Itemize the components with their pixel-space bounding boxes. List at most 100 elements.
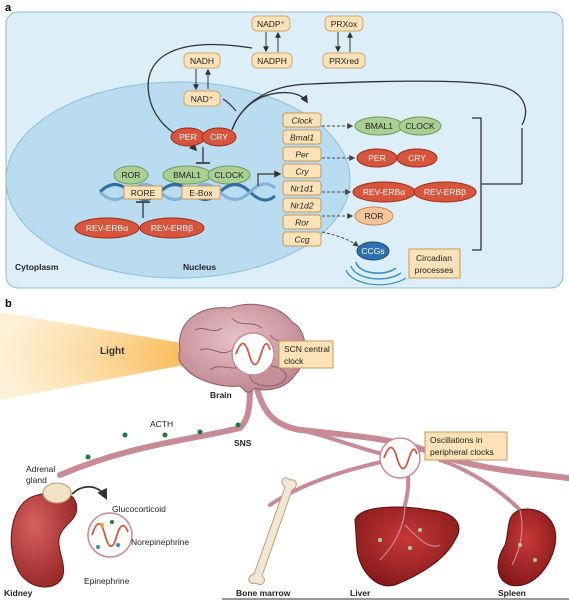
rev-erbb-protein [139,217,205,239]
panel-a: a Cytoplasm Nucleus NADP⁺ NADPH PRXox PR… [5,2,564,289]
product-rev-erbb [413,181,477,203]
product-clock-label: CLOCK [405,121,435,131]
kidney-label: Kidney [4,588,33,598]
product-clock [398,116,442,136]
hormone-release: Glucocorticoid Norepinephrine Epinephrin… [84,504,189,586]
osc-line2: peripheral clocks [430,447,494,457]
rev-erb-complex: REV-ERBα REV-ERBβ [74,201,205,239]
spleen-label: Spleen [498,588,526,598]
scn-callout-box [278,340,334,369]
ror-protein [113,165,149,185]
scn-line2: clock [284,356,304,366]
bone-marrow: Bone marrow [236,477,297,598]
acth-dots [85,422,241,460]
nad-plus-box [183,90,221,107]
product-rev-erba-label: REV-ERBα [363,187,405,197]
ebox-label: E-Box [189,188,213,198]
norepinephrine-label: Norepinephrine [131,537,189,547]
gene-box [282,180,322,196]
panel-a-label: a [5,2,12,14]
gene-label: Bmal1 [290,133,314,143]
gene-label: Nr1d1 [290,184,313,194]
gene-box [282,197,322,213]
sns-label: SNS [234,438,252,448]
rev-erba-protein-label: REV-ERBα [86,223,128,233]
nadp-plus-label: NADP⁺ [257,19,286,29]
per-protein-label: PER [179,132,196,142]
gene-box [282,214,322,230]
kidney: Adrenal gland Kidney [4,464,78,598]
product-bmal1-label: BMAL1 [365,121,393,131]
circadian-processes-box [408,248,461,279]
circadian-line2: processes [415,265,454,275]
gene-box [282,146,322,162]
circadian-line1: Circadian [416,253,452,263]
light-beam [0,312,200,400]
peripheral-clock: Oscillations in peripheral clocks [379,431,508,479]
epinephrine-label: Epinephrine [84,576,130,586]
per-cry-complex: PER CRY [170,127,237,164]
bone-marrow-label: Bone marrow [236,588,291,598]
dna-helix: RORE E-Box [98,170,282,202]
product-rev-erbb-label: REV-ERBβ [424,187,466,197]
liver: Liver [350,504,460,598]
nucleus-label: Nucleus [183,262,216,272]
adrenal-gland-shape [42,482,72,504]
rev-erbb-protein-label: REV-ERBβ [151,223,193,233]
scn-clock-circle [231,332,275,376]
rore-element [123,185,163,200]
gene-label: Per [295,150,309,160]
gene-label: Ror [295,218,310,228]
liver-label: Liver [350,588,371,598]
hormone-circle [87,512,133,558]
clock-protein [207,165,251,185]
peripheral-clock-circle [379,437,421,479]
nadph-box [251,52,293,69]
ebox-element [181,185,221,200]
brain-label: Brain [210,390,232,400]
nadh-label: NADH [190,56,214,66]
acth-label: ACTH [150,419,173,429]
cytoplasm-label: Cytoplasm [15,262,59,272]
cry-protein [201,127,237,147]
prxox-label: PRXox [331,19,358,29]
nadh-box [183,52,221,69]
product-ror-label: ROR [365,211,384,221]
product-ccgs-label: CCGs [361,246,384,256]
product-ccgs [356,241,390,261]
gene-label: Ccg [294,235,309,245]
nad-plus-label: NAD⁺ [191,94,214,104]
gene-box [282,163,322,179]
nadp-plus-box [251,15,291,32]
redox-cycle: NADP⁺ NADPH PRXox PRXred NADH NAD⁺ [147,15,527,152]
gene-box [282,231,322,247]
scn-line1: SCN central [284,344,330,354]
panel-b-label: b [5,298,12,310]
product-ror [354,206,394,226]
panel-b: b Light Brain SCN central clock [0,298,569,600]
spleen: Spleen [497,508,557,598]
osc-line1: Oscillations in [430,435,483,445]
product-cry [396,148,438,168]
rore-label: RORE [131,188,156,198]
gene-box [282,112,322,128]
gene-label: Nr1d2 [290,201,313,211]
adrenal-line1: Adrenal [26,464,55,474]
gene-box [282,129,322,145]
gene-label: Clock [291,116,313,126]
rev-erba-protein [74,217,140,239]
prxred-box [322,52,366,69]
bmal1-protein-label: BMAL1 [173,170,201,180]
oscillations-callout-box [424,431,508,461]
prxred-label: PRXred [329,56,359,66]
ror-protein-label: ROR [122,170,141,180]
prxox-box [324,15,364,32]
gene-label: Cry [295,167,309,177]
gene-products: BMAL1 CLOCK PER CRY REV-ERBα REV-ERBβ RO… [321,116,523,286]
cry-protein-label: CRY [210,132,228,142]
product-cry-label: CRY [408,153,426,163]
clock-protein-label: CLOCK [214,170,244,180]
brain: Brain SCN central clock [178,303,334,400]
